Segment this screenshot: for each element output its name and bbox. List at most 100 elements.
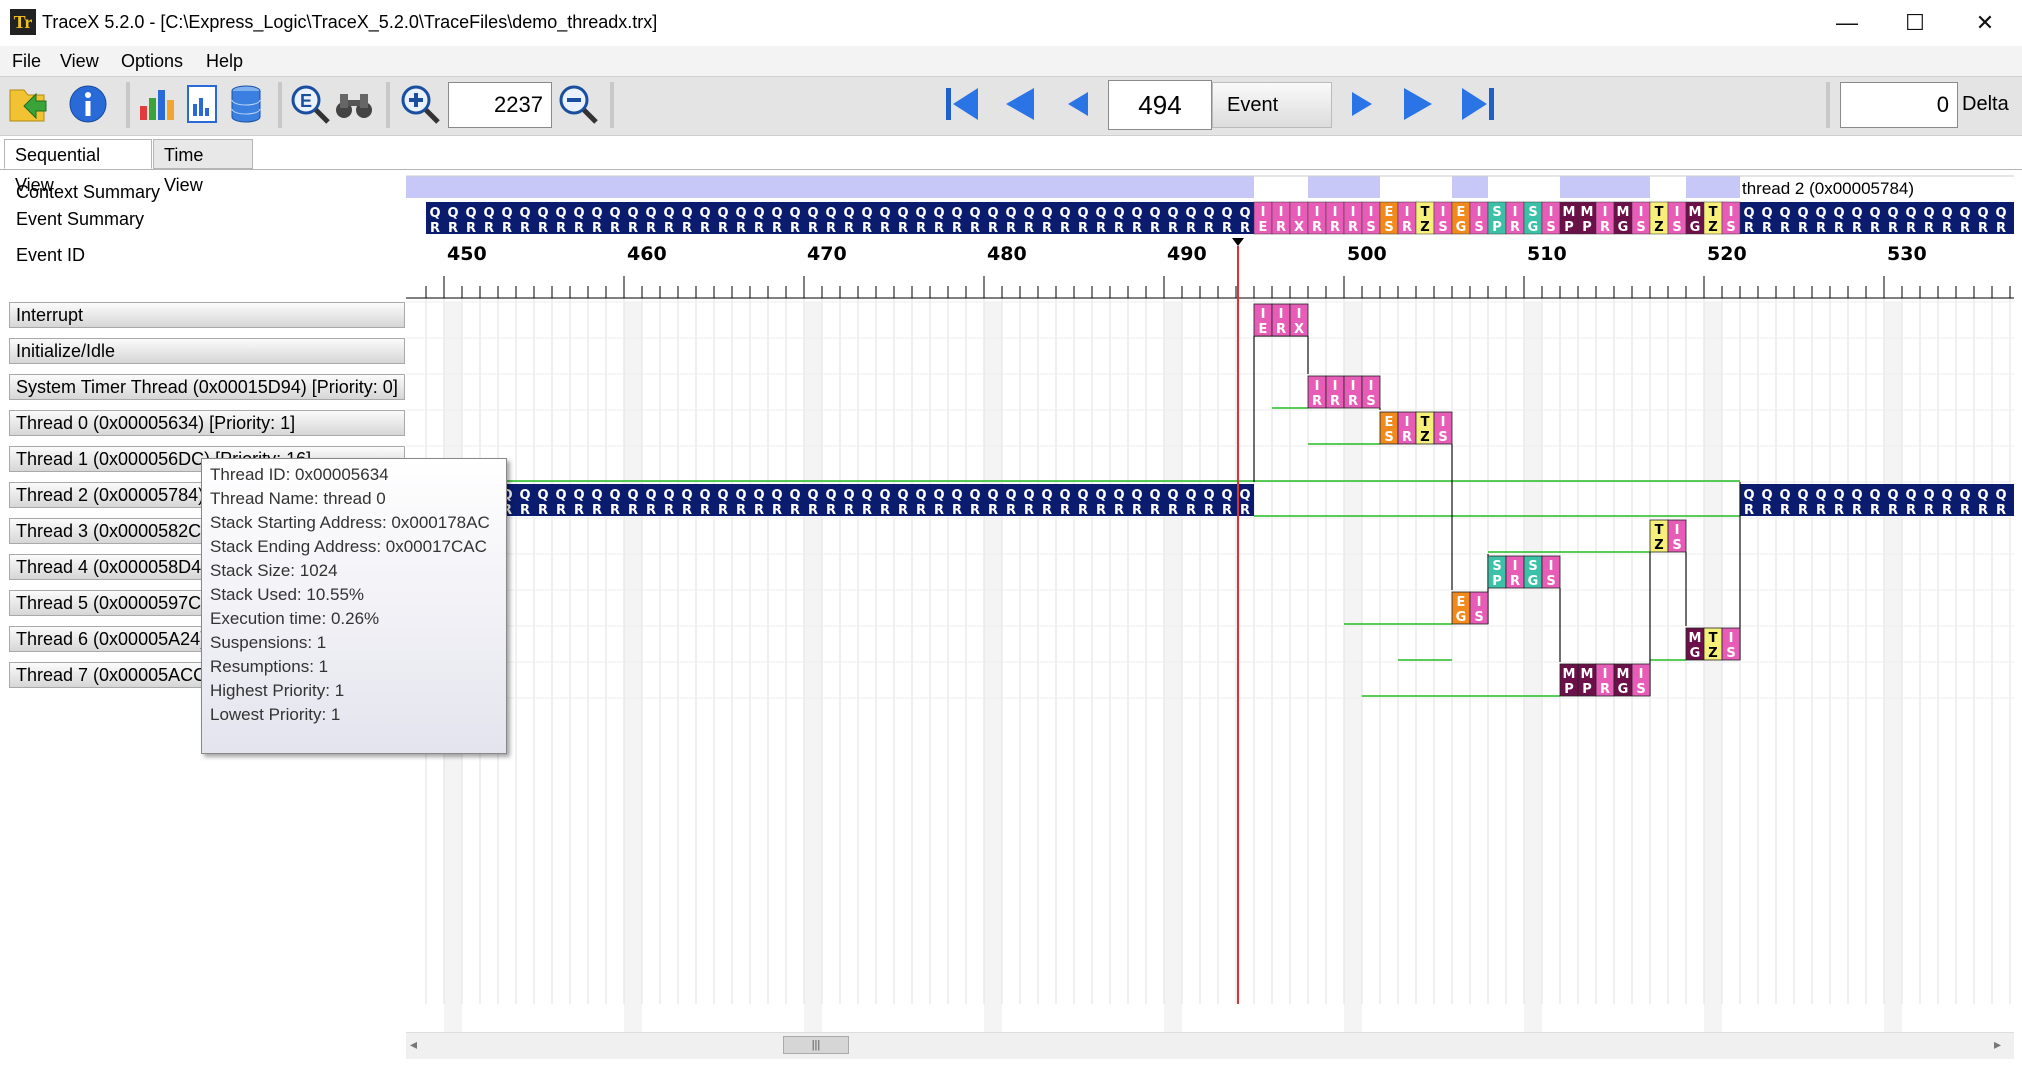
svg-text:R: R	[1330, 220, 1340, 235]
svg-text:P: P	[1492, 220, 1502, 235]
sequential-timeline[interactable]: thread 2 (0x00005784)QRQRQRQRQRQRQRQRQRQ…	[406, 174, 2014, 1034]
thread-event: EG	[1451, 591, 1471, 625]
thread-2-qr-event: QR	[1902, 484, 1920, 518]
binoculars-icon[interactable]	[332, 82, 376, 126]
svg-text:Q: Q	[1203, 206, 1214, 221]
thread-event: IR	[1271, 303, 1291, 337]
thread-row-system-timer[interactable]: System Timer Thread (0x00015D94) [Priori…	[9, 374, 405, 400]
zoom-out-icon[interactable]	[556, 82, 600, 126]
svg-text:S: S	[1528, 205, 1537, 220]
nav-mode-select[interactable]: Event	[1212, 82, 1332, 128]
svg-text:R: R	[556, 221, 566, 236]
svg-text:R: R	[1816, 503, 1826, 518]
svg-text:Q: Q	[969, 206, 980, 221]
svg-text:Q: Q	[771, 488, 782, 503]
svg-text:I: I	[1261, 205, 1266, 220]
svg-text:Q: Q	[753, 206, 764, 221]
svg-text:Q: Q	[1743, 488, 1754, 503]
summary-qr-event: QR	[588, 202, 606, 236]
tooltip-stack-start: Stack Starting Address: 0x000178AC	[210, 513, 490, 532]
svg-text:Z: Z	[1654, 220, 1663, 235]
prev-page-icon[interactable]	[998, 82, 1042, 126]
svg-text:R: R	[592, 503, 602, 518]
menu-options[interactable]: Options	[121, 51, 184, 71]
thread-2-qr-event: QR	[858, 484, 876, 518]
summary-qr-event: QR	[624, 202, 642, 236]
event-number-field[interactable]: 494	[1108, 80, 1212, 130]
ruler-tick-label: 520	[1707, 243, 1747, 265]
svg-text:Q: Q	[1005, 488, 1016, 503]
toolbar-separator	[1826, 82, 1830, 128]
report-icon[interactable]	[180, 82, 224, 126]
summary-qr-event: QR	[1218, 202, 1236, 236]
last-event-icon[interactable]	[1456, 82, 1500, 126]
zoom-level-field[interactable]: 2237	[448, 82, 552, 128]
prev-event-icon[interactable]	[1056, 82, 1100, 126]
scroll-right-arrow-icon[interactable]: ▸	[1994, 1036, 2002, 1052]
summary-qr-event: QR	[1182, 202, 1200, 236]
summary-event: ES	[1379, 201, 1399, 235]
svg-text:R: R	[610, 221, 620, 236]
tab-time-view[interactable]: Time View	[153, 139, 253, 195]
scroll-left-arrow-icon[interactable]: ◂	[410, 1036, 418, 1052]
svg-text:R: R	[1150, 221, 1160, 236]
svg-text:Q: Q	[987, 206, 998, 221]
bar-chart-icon[interactable]	[134, 82, 178, 126]
next-event-icon[interactable]	[1340, 82, 1384, 126]
svg-text:S: S	[1384, 220, 1393, 235]
first-event-icon[interactable]	[940, 82, 984, 126]
svg-text:X: X	[1294, 322, 1304, 337]
thread-2-qr-event: QR	[822, 484, 840, 518]
thread-2-qr-event: QR	[1218, 484, 1236, 518]
svg-text:I: I	[1405, 205, 1410, 220]
thread-2-qr-event: QR	[1146, 484, 1164, 518]
svg-text:Q: Q	[969, 488, 980, 503]
menu-view[interactable]: View	[60, 51, 99, 71]
thread-2-qr-event: QR	[624, 484, 642, 518]
scroll-thumb[interactable]: |||	[783, 1036, 849, 1054]
svg-text:R: R	[538, 503, 548, 518]
svg-text:S: S	[1636, 220, 1645, 235]
thread-row-thread-0[interactable]: Thread 0 (0x00005634) [Priority: 1]	[9, 410, 405, 436]
open-file-icon[interactable]	[6, 82, 50, 126]
svg-text:R: R	[934, 503, 944, 518]
minimize-button[interactable]: —	[1836, 10, 1858, 35]
svg-text:I: I	[1351, 379, 1356, 394]
svg-text:G: G	[1456, 220, 1467, 235]
chart-background	[406, 174, 2014, 1034]
tab-sequential-view[interactable]: Sequential View	[4, 139, 152, 195]
thread-2-qr-event: QR	[1164, 484, 1182, 518]
menu-file[interactable]: File	[12, 51, 42, 71]
thread-event: IS	[1541, 555, 1561, 589]
zoom-in-icon[interactable]	[398, 82, 442, 126]
thread-row-interrupt[interactable]: Interrupt	[9, 302, 405, 328]
svg-text:Q: Q	[1761, 206, 1772, 221]
thread-2-qr-event: QR	[1758, 484, 1776, 518]
info-icon[interactable]	[66, 82, 110, 126]
svg-text:R: R	[538, 221, 548, 236]
thread-2-qr-event: QR	[1956, 484, 1974, 518]
svg-text:I: I	[1405, 415, 1410, 430]
delta-field[interactable]: 0	[1840, 82, 1958, 128]
svg-text:R: R	[1924, 503, 1934, 518]
horizontal-scrollbar[interactable]	[406, 1032, 2014, 1059]
thread-row-initialize-idle[interactable]: Initialize/Idle	[9, 338, 405, 364]
next-page-icon[interactable]	[1396, 82, 1440, 126]
svg-text:R: R	[1168, 221, 1178, 236]
find-event-icon[interactable]: E	[288, 82, 332, 126]
menu-help[interactable]: Help	[206, 51, 244, 71]
svg-text:E: E	[1259, 322, 1268, 337]
svg-text:Q: Q	[933, 488, 944, 503]
thread-2-qr-event: QR	[1038, 484, 1056, 518]
summary-qr-event: QR	[1236, 202, 1254, 236]
maximize-button[interactable]: ☐	[1905, 10, 1925, 35]
svg-text:S: S	[1636, 682, 1645, 697]
database-icon[interactable]	[224, 82, 268, 126]
close-button[interactable]: ✕	[1975, 10, 1995, 35]
thread-2-qr-event: QR	[948, 484, 966, 518]
svg-text:Q: Q	[627, 206, 638, 221]
svg-text:R: R	[1942, 503, 1952, 518]
thread-2-qr-event: QR	[804, 484, 822, 518]
svg-text:R: R	[1114, 221, 1124, 236]
svg-text:R: R	[844, 221, 854, 236]
